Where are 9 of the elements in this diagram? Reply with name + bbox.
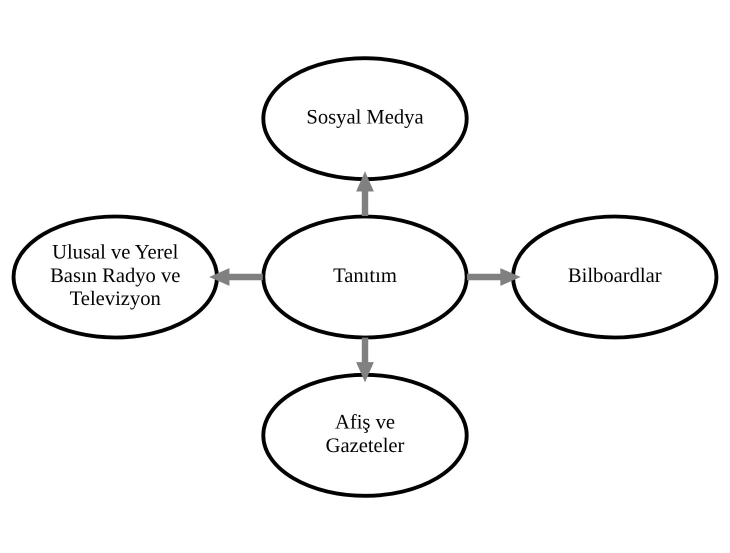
arrow — [356, 170, 374, 216]
node-ellipse: Bilboardlar — [511, 214, 718, 339]
arrow — [466, 268, 521, 286]
arrow — [356, 337, 374, 382]
node-ellipse: Tanıtım — [261, 214, 469, 339]
node-ellipse: Afiş ve Gazeteler — [261, 372, 469, 498]
arrow — [209, 268, 263, 286]
node-ellipse: Ulusal ve Yerel Basın Radyo ve Televizyon — [12, 214, 219, 339]
node-ellipse: Sosyal Medya — [261, 56, 469, 181]
